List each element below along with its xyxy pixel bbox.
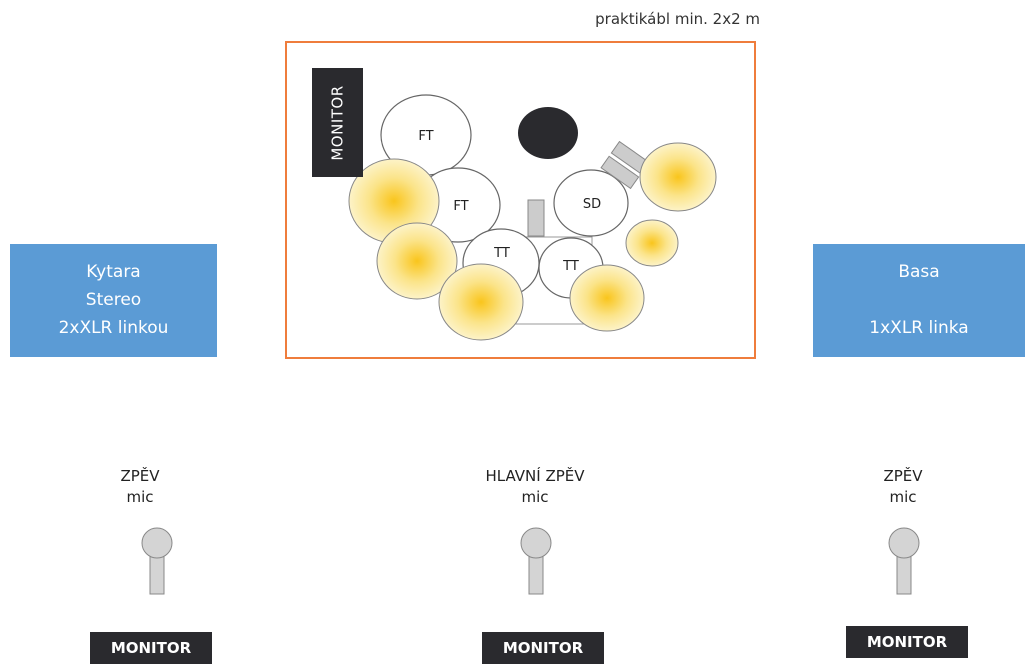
snare-drum [553, 169, 629, 237]
vocal-center-monitor: MONITOR [482, 632, 604, 664]
riser-caption: praktikábl min. 2x2 m [595, 10, 760, 28]
bass-box: Basa 1xXLR linka [813, 244, 1025, 357]
guitar-box: Kytara Stereo 2xXLR linkou [10, 244, 217, 357]
vocal-right-mic-label: mic [889, 488, 917, 506]
cymbal-left-mid [376, 222, 458, 300]
cymbal-right-bottom [569, 264, 645, 332]
cymbal-right-top [639, 142, 717, 212]
vocal-right-title: ZPĚV [883, 467, 923, 485]
tom-1-label: TT [493, 246, 510, 261]
drum-kit: FT FT SD TT TT [348, 94, 717, 341]
guitar-line-3: 2xXLR linkou [58, 318, 169, 338]
kick-drum [518, 107, 578, 159]
vocal-center-mic-label: mic [521, 488, 549, 506]
drum-monitor-label: MONITOR [328, 84, 347, 161]
vocal-center-mic-icon [520, 527, 552, 595]
bass-line-3: 1xXLR linka [869, 318, 969, 338]
bass-line-1: Basa [898, 262, 940, 282]
vocal-left-title: ZPĚV [120, 467, 160, 485]
cymbal-left-bottom [438, 263, 524, 341]
guitar-line-2: Stereo [85, 290, 142, 310]
floor-tom-2-label: FT [453, 199, 468, 214]
tom-2-label: TT [562, 259, 579, 274]
hihat-pedal [527, 199, 545, 237]
bass-line-2 [813, 286, 1025, 314]
guitar-line-1: Kytara [86, 262, 141, 282]
vocal-left-monitor: MONITOR [90, 632, 212, 664]
vocal-right-monitor: MONITOR [846, 626, 968, 658]
pedal-stand [600, 140, 650, 190]
snare-drum-label: SD [583, 197, 601, 212]
cymbal-right-small [625, 219, 679, 267]
drum-monitor: MONITOR [312, 68, 363, 177]
vocal-center-title: HLAVNÍ ZPĚV [485, 467, 585, 485]
floor-tom-1-label: FT [418, 129, 433, 144]
vocal-left-mic-icon [141, 527, 173, 595]
vocal-right-mic-icon [888, 527, 920, 595]
vocal-left-mic-label: mic [126, 488, 154, 506]
drum-riser [285, 41, 756, 359]
